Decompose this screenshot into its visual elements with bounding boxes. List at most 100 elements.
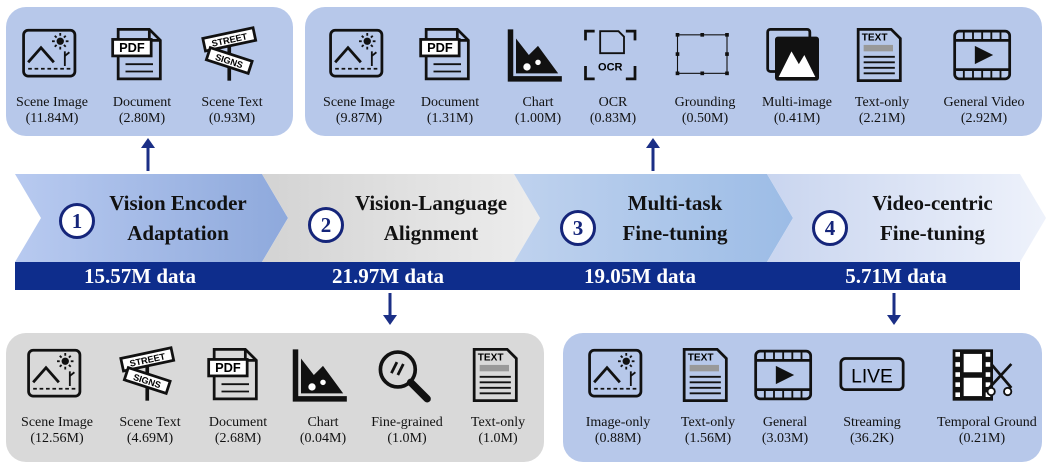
scene-image-icon — [588, 348, 643, 398]
category-item: Scene Image(11.84M) — [7, 22, 97, 127]
svg-text:TEXT: TEXT — [862, 32, 889, 43]
multi-image-icon — [766, 27, 819, 81]
category-label: Temporal Ground — [937, 415, 1037, 430]
category-item: TEXT Text-only(1.56M) — [663, 342, 753, 447]
category-label: Image-only — [585, 415, 651, 430]
category-item: PDF Document(1.31M) — [405, 22, 495, 127]
category-count: (0.04M) — [299, 431, 347, 446]
category-count: (2.92M) — [960, 111, 1008, 126]
category-count: (3.03M) — [761, 431, 809, 446]
stage2-data-box — [6, 333, 544, 462]
svg-text:OCR: OCR — [598, 62, 623, 74]
magnifier-icon — [378, 350, 431, 403]
category-item: General(3.03M) — [740, 342, 830, 447]
category-item: TEXT Text-only(2.21M) — [837, 22, 927, 127]
category-count: (11.84M) — [25, 111, 79, 126]
category-label: Text-only — [680, 415, 736, 430]
category-label: Scene Image — [323, 95, 395, 110]
stage2-data-count: 21.97M data — [332, 264, 444, 288]
category-count: (0.50M) — [681, 111, 729, 126]
category-count: (1.0M) — [387, 431, 427, 446]
category-label: OCR — [598, 95, 628, 110]
category-label: Document — [420, 95, 480, 110]
category-count: (0.88M) — [594, 431, 642, 446]
arrow-down-icon — [383, 293, 397, 325]
scene-image-icon — [27, 348, 82, 398]
stage3-number: 3 — [560, 210, 596, 246]
video-play-icon — [754, 349, 813, 401]
stage4-data-count: 5.71M data — [845, 264, 947, 288]
video-play-icon — [953, 29, 1012, 81]
live-icon: LIVE — [839, 357, 905, 392]
stage4-number: 4 — [812, 210, 848, 246]
category-label: Scene Image — [21, 415, 93, 430]
arrow-up-icon — [646, 138, 660, 171]
chart-icon — [507, 29, 562, 82]
category-count: (36.2K) — [850, 431, 894, 446]
category-label: General — [762, 415, 808, 430]
category-count: (0.41M) — [773, 111, 821, 126]
category-label: Scene Text — [119, 415, 181, 430]
category-count: (2.21M) — [858, 111, 906, 126]
category-item: Multi-image(0.41M) — [752, 22, 842, 127]
category-count: (2.68M) — [214, 431, 262, 446]
arrow-down-icon — [887, 293, 901, 325]
svg-text:TEXT: TEXT — [688, 352, 715, 363]
svg-text:LIVE: LIVE — [851, 366, 893, 387]
category-label: Chart — [307, 415, 339, 430]
stage1-chevron — [15, 174, 288, 262]
scene-image-icon — [22, 28, 77, 78]
category-label: Document — [112, 95, 172, 110]
stage1-number: 1 — [59, 203, 95, 239]
svg-text:TEXT: TEXT — [478, 352, 505, 363]
scene-image-icon — [329, 28, 384, 78]
category-count: (0.83M) — [589, 111, 637, 126]
svg-text:PDF: PDF — [215, 360, 241, 375]
category-count: (0.93M) — [208, 111, 256, 126]
category-label: Multi-image — [762, 95, 832, 110]
category-item: PDF Document(2.68M) — [193, 342, 283, 447]
category-label: Text-only — [470, 415, 526, 430]
category-count: (2.80M) — [118, 111, 166, 126]
pdf-document-icon: PDF — [207, 347, 258, 401]
category-label: Scene Text — [201, 95, 263, 110]
stage1-data-count: 15.57M data — [84, 264, 196, 288]
category-item: Temporal Ground(0.21M) — [937, 342, 1037, 447]
svg-text:PDF: PDF — [119, 40, 145, 55]
category-count: (4.69M) — [126, 431, 174, 446]
arrow-up-icon — [141, 138, 155, 171]
category-item: General Video(2.92M) — [939, 22, 1029, 127]
category-count: (0.21M) — [958, 431, 1006, 446]
chart-icon — [292, 349, 347, 402]
category-item: TEXT Text-only(1.0M) — [453, 342, 543, 447]
pdf-document-icon: PDF — [419, 27, 470, 81]
category-item: Chart(0.04M) — [278, 342, 368, 447]
category-item: Scene Image(12.56M) — [12, 342, 102, 447]
stage2-number: 2 — [308, 207, 344, 243]
text-document-icon: TEXT — [472, 347, 518, 403]
ocr-icon: OCR — [584, 29, 637, 81]
category-label: Scene Image — [16, 95, 88, 110]
category-count: (9.87M) — [335, 111, 383, 126]
text-document-icon: TEXT — [682, 347, 728, 403]
category-count: (1.56M) — [684, 431, 732, 446]
film-scissors-icon — [952, 349, 1013, 401]
category-label: Document — [208, 415, 268, 430]
category-count: (1.00M) — [514, 111, 562, 126]
category-item: Grounding(0.50M) — [660, 22, 750, 127]
category-label: Text-only — [854, 95, 910, 110]
category-label: Fine-grained — [371, 415, 443, 430]
category-label: Chart — [522, 95, 554, 110]
category-item: Fine-grained(1.0M) — [362, 342, 452, 447]
category-label: General Video — [943, 95, 1025, 110]
data-bar — [15, 262, 1020, 290]
category-item: Image-only(0.88M) — [573, 342, 663, 447]
pdf-document-icon: PDF — [111, 27, 162, 81]
category-count: (1.0M) — [478, 431, 518, 446]
